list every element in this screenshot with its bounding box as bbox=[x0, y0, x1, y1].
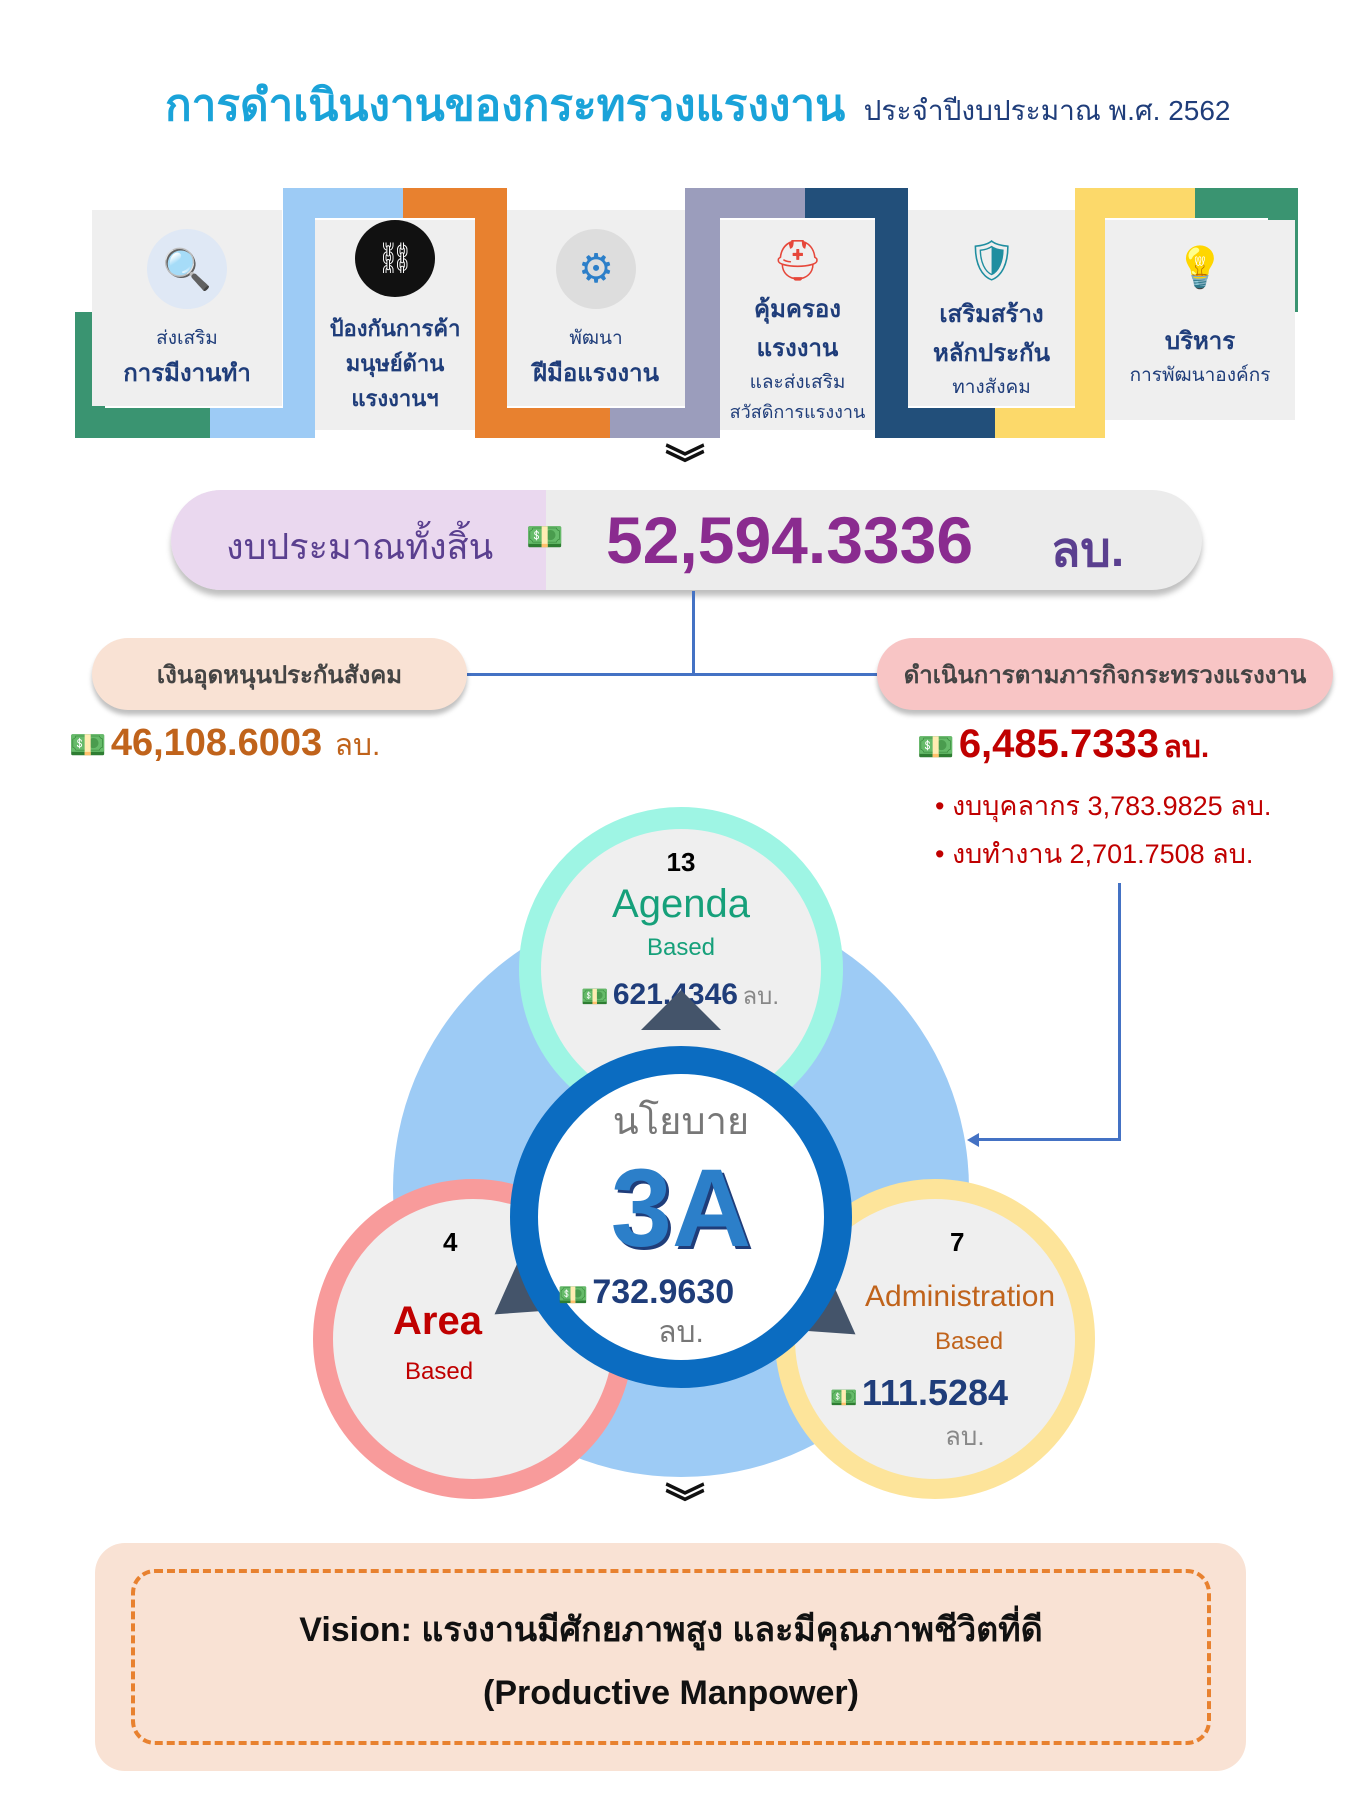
social-fund-pill: เงินอุดหนุนประกันสังคม bbox=[92, 638, 467, 710]
connector-line bbox=[467, 673, 877, 676]
ministry-pill: ดำเนินการตามภารกิจกระทรวงแรงงาน bbox=[877, 638, 1333, 710]
money-icon: 💵 bbox=[526, 521, 564, 554]
total-budget-label: งบประมาณทั้งสิ้น bbox=[226, 526, 494, 567]
mission-card-organization: 💡 บริหาร การพัฒนาองค์กร bbox=[1105, 220, 1295, 420]
total-budget-amount: 52,594.3336 bbox=[606, 503, 974, 577]
money-icon: 💵 bbox=[69, 729, 107, 762]
policy-name: 3A bbox=[610, 1147, 752, 1270]
chevron-down-icon: ︾ bbox=[665, 443, 705, 487]
arrow-left-icon bbox=[967, 1133, 979, 1147]
lightbulb-gear-icon: 💡 bbox=[1175, 245, 1225, 290]
money-icon: 💵 bbox=[830, 1385, 858, 1410]
mission-card-labor-protection: ⛑ คุ้มครอง แรงงาน และส่งเสริม สวัสดิการแ… bbox=[720, 220, 875, 430]
vision-text: Vision: แรงงานมีศักยภาพสูง และมีคุณภาพชี… bbox=[299, 1610, 1043, 1649]
chevron-down-icon: ︾ bbox=[665, 1482, 705, 1526]
safety-helmet-icon: ⛑ bbox=[772, 238, 823, 283]
social-fund-amount: 46,108.6003 bbox=[110, 722, 323, 764]
list-item: • งบบุคลากร 3,783.9825 ลบ. bbox=[935, 791, 1272, 821]
vision-box: Vision: แรงงานมีศักยภาพสูง และมีคุณภาพชี… bbox=[95, 1543, 1246, 1771]
policy-amount: 732.9630 bbox=[592, 1273, 735, 1311]
total-budget-pill: งบประมาณทั้งสิ้น 💵 52,594.3336 ลบ. bbox=[171, 490, 1202, 590]
vision-subtext: (Productive Manpower) bbox=[483, 1673, 859, 1712]
connector-line bbox=[975, 1138, 1121, 1141]
mission-card-employment: 🔍 ส่งเสริม การมีงานทำ bbox=[92, 210, 282, 406]
ministry-breakdown: • งบบุคลากร 3,783.9825 ลบ. • งบทำงาน 2,7… bbox=[935, 782, 1271, 878]
money-icon: 💵 bbox=[917, 731, 955, 764]
brain-gears-icon: ⚙ bbox=[556, 229, 636, 309]
mission-card-anti-trafficking: ⛓ ป้องกันการค้า มนุษย์ด้าน แรงงานฯ bbox=[315, 220, 475, 430]
list-item: • งบทำงาน 2,701.7508 ลบ. bbox=[935, 839, 1254, 869]
social-fund-amount-row: 💵 46,108.6003 ลบ. bbox=[69, 722, 381, 764]
total-budget-unit: ลบ. bbox=[1051, 524, 1125, 577]
ministry-amount-row: 💵 6,485.7333 ลบ. bbox=[917, 722, 1210, 766]
connector-line bbox=[1118, 883, 1121, 1141]
money-icon: 💵 bbox=[581, 984, 609, 1009]
ministry-amount: 6,485.7333 bbox=[958, 722, 1160, 766]
money-icon: 💵 bbox=[558, 1282, 588, 1309]
area-title: Area bbox=[393, 1299, 482, 1343]
human-trafficking-icon: ⛓ bbox=[355, 220, 435, 297]
arrow-up-icon bbox=[641, 990, 721, 1030]
page-title: การดำเนินงานของกระทรวงแรงงาน bbox=[165, 81, 846, 130]
admin-title: Administration bbox=[865, 1280, 1056, 1313]
page-subtitle: ประจำปีงบประมาณ พ.ศ. 2562 bbox=[863, 95, 1231, 126]
connector-line bbox=[692, 591, 695, 675]
page-header: การดำเนินงานของกระทรวงแรงงาน ประจำปีงบปร… bbox=[165, 70, 1265, 140]
mission-card-skill-development: ⚙ พัฒนา ฝีมือแรงงาน bbox=[507, 210, 685, 406]
policy-center-circle: นโยบาย 3A 💵 732.9630 ลบ. bbox=[510, 1046, 852, 1388]
mission-card-social-security: 🛡 เสริมสร้าง หลักประกัน ทางสังคม bbox=[908, 210, 1075, 406]
shield-person-icon: 🛡 bbox=[966, 238, 1017, 283]
agenda-title: Agenda bbox=[612, 882, 750, 926]
job-search-icon: 🔍 bbox=[147, 229, 227, 309]
